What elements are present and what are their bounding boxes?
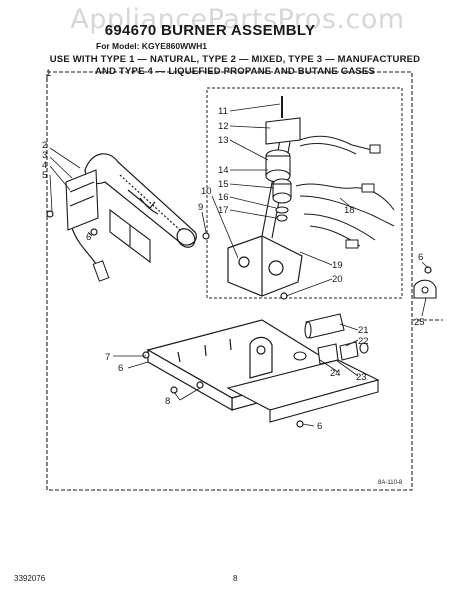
wire-clamp (413, 279, 437, 299)
assembly-frame-left (46, 78, 413, 491)
wire-harness (295, 135, 395, 249)
usage-note-line-1: USE WITH TYPE 1 — NATURAL, TYPE 2 — MIXE… (49, 54, 421, 65)
callout-4: 4 (42, 160, 47, 171)
callout-2: 2 (42, 140, 47, 151)
callout-8: 8 (165, 396, 170, 407)
screws (46, 210, 432, 428)
orifice-fittings (293, 341, 369, 365)
callout-6a: 6 (86, 232, 91, 243)
callout-14: 14 (218, 165, 229, 176)
callout-labels: 1 2 3 4 5 6 7 6 8 6 9 10 11 12 13 14 15 … (42, 68, 425, 432)
document-number: 3392076 (14, 574, 46, 583)
callout-25: 25 (414, 317, 425, 328)
callout-13: 13 (218, 135, 229, 146)
watermark-logo: AppliancePartsPros.com (70, 4, 405, 35)
callout-15: 15 (218, 179, 229, 190)
floor-bracket (226, 359, 380, 423)
valve-subassembly-frame (206, 87, 403, 299)
gas-valve-body (227, 235, 303, 297)
valve-solenoid-stack (261, 117, 301, 239)
callout-6c: 6 (317, 421, 322, 432)
callout-6b: 6 (118, 363, 123, 374)
callout-leaders (49, 103, 429, 427)
callout-19: 19 (332, 260, 343, 271)
callout-7: 7 (105, 352, 110, 363)
callout-20: 20 (332, 274, 343, 285)
page-title: 694670 BURNER ASSEMBLY (104, 22, 316, 39)
callout-3: 3 (42, 150, 47, 161)
air-shutter-bracket (65, 169, 99, 231)
callout-6d: 6 (418, 252, 423, 263)
pipe-nipple (304, 313, 345, 339)
callout-22: 22 (358, 336, 369, 347)
burner-tube (84, 153, 197, 248)
callout-9: 9 (198, 202, 203, 213)
callout-16: 16 (218, 192, 229, 203)
callout-11: 11 (218, 106, 228, 117)
callout-21: 21 (358, 325, 369, 336)
mounting-plate (109, 208, 151, 264)
callout-18: 18 (344, 205, 355, 216)
callout-5: 5 (42, 170, 47, 181)
model-number: For Model: KGYE860WWH1 (96, 41, 207, 51)
assembly-frame (46, 71, 443, 321)
page-number: 8 (233, 574, 238, 583)
callout-1: 1 (46, 68, 51, 79)
callout-23: 23 (356, 372, 367, 383)
igniter-plug (92, 260, 110, 282)
callout-17: 17 (218, 205, 229, 216)
callout-12: 12 (218, 121, 229, 132)
drawing-code: 8A-110-8 (378, 480, 403, 486)
callout-10: 10 (201, 186, 212, 197)
callout-24: 24 (330, 368, 341, 379)
